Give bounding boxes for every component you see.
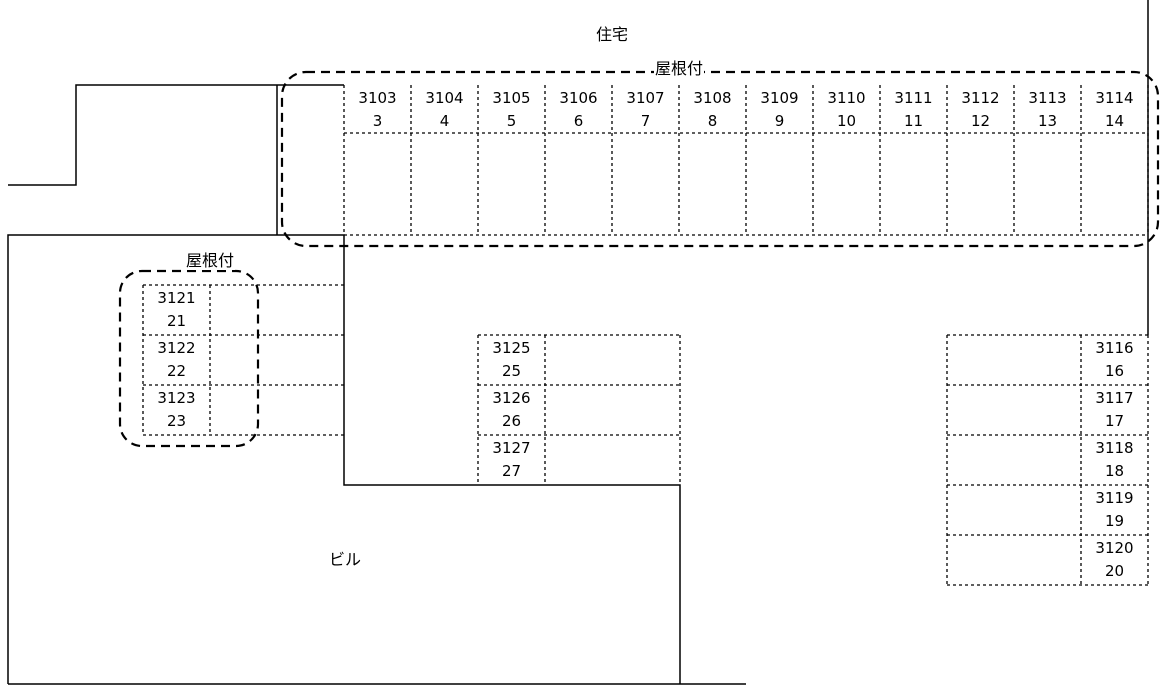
space-code: 3109 bbox=[760, 89, 799, 107]
house-label: 住宅 bbox=[594, 25, 630, 44]
space-number: 21 bbox=[166, 312, 187, 330]
space-number: 25 bbox=[501, 362, 522, 380]
space-code: 3113 bbox=[1028, 89, 1067, 107]
parking-space-3127: 3127 27 bbox=[478, 435, 545, 485]
parking-space-3114: 3114 14 bbox=[1081, 85, 1148, 135]
space-code: 3111 bbox=[894, 89, 933, 107]
roof-label-top: 屋根付 bbox=[653, 59, 705, 78]
space-number: 4 bbox=[439, 112, 450, 130]
parking-space-3109: 3109 9 bbox=[746, 85, 813, 135]
space-code: 3110 bbox=[827, 89, 866, 107]
space-code: 3118 bbox=[1095, 439, 1134, 457]
space-code: 3114 bbox=[1095, 89, 1134, 107]
space-code: 3112 bbox=[961, 89, 1000, 107]
parking-space-3105: 3105 5 bbox=[478, 85, 545, 135]
parking-space-3111: 3111 11 bbox=[880, 85, 947, 135]
space-code: 3119 bbox=[1095, 489, 1134, 507]
roof-area-left bbox=[118, 269, 260, 448]
parking-space-3104: 3104 4 bbox=[411, 85, 478, 135]
space-code: 3108 bbox=[693, 89, 732, 107]
space-number: 13 bbox=[1037, 112, 1058, 130]
space-code: 3123 bbox=[157, 389, 196, 407]
space-code: 3121 bbox=[157, 289, 196, 307]
space-code: 3122 bbox=[157, 339, 196, 357]
space-number: 8 bbox=[707, 112, 718, 130]
space-number: 16 bbox=[1104, 362, 1125, 380]
space-number: 27 bbox=[501, 462, 522, 480]
space-code: 3106 bbox=[559, 89, 598, 107]
parking-space-3106: 3106 6 bbox=[545, 85, 612, 135]
parking-space-3123: 3123 23 bbox=[143, 385, 210, 435]
building-label: ビル bbox=[327, 550, 363, 569]
space-code: 3103 bbox=[358, 89, 397, 107]
roof-label-left: 屋根付 bbox=[184, 251, 236, 270]
parking-space-3107: 3107 7 bbox=[612, 85, 679, 135]
parking-space-3122: 3122 22 bbox=[143, 335, 210, 385]
space-code: 3116 bbox=[1095, 339, 1134, 357]
parking-space-3112: 3112 12 bbox=[947, 85, 1014, 135]
space-number: 26 bbox=[501, 412, 522, 430]
space-code: 3105 bbox=[492, 89, 531, 107]
space-number: 22 bbox=[166, 362, 187, 380]
parking-space-3118: 3118 18 bbox=[1081, 435, 1148, 485]
space-number: 17 bbox=[1104, 412, 1125, 430]
space-number: 5 bbox=[506, 112, 517, 130]
parking-space-3125: 3125 25 bbox=[478, 335, 545, 385]
space-code: 3107 bbox=[626, 89, 665, 107]
space-number: 11 bbox=[903, 112, 924, 130]
space-code: 3127 bbox=[492, 439, 531, 457]
space-number: 7 bbox=[640, 112, 651, 130]
space-number: 14 bbox=[1104, 112, 1125, 130]
space-code: 3104 bbox=[425, 89, 464, 107]
space-number: 12 bbox=[970, 112, 991, 130]
parking-space-3121: 3121 21 bbox=[143, 285, 210, 335]
space-number: 6 bbox=[573, 112, 584, 130]
parking-space-3117: 3117 17 bbox=[1081, 385, 1148, 435]
parking-space-3120: 3120 20 bbox=[1081, 535, 1148, 585]
space-code: 3120 bbox=[1095, 539, 1134, 557]
space-number: 19 bbox=[1104, 512, 1125, 530]
space-code: 3126 bbox=[492, 389, 531, 407]
space-number: 3 bbox=[372, 112, 383, 130]
parking-space-3119: 3119 19 bbox=[1081, 485, 1148, 535]
parking-space-3110: 3110 10 bbox=[813, 85, 880, 135]
parking-space-3116: 3116 16 bbox=[1081, 335, 1148, 385]
space-number: 23 bbox=[166, 412, 187, 430]
parking-space-3108: 3108 8 bbox=[679, 85, 746, 135]
space-number: 18 bbox=[1104, 462, 1125, 480]
parking-space-3126: 3126 26 bbox=[478, 385, 545, 435]
space-code: 3117 bbox=[1095, 389, 1134, 407]
space-number: 9 bbox=[774, 112, 785, 130]
space-number: 20 bbox=[1104, 562, 1125, 580]
roof-area-top bbox=[280, 70, 1160, 248]
parking-space-3103: 3103 3 bbox=[344, 85, 411, 135]
parking-space-3113: 3113 13 bbox=[1014, 85, 1081, 135]
space-code: 3125 bbox=[492, 339, 531, 357]
space-number: 10 bbox=[836, 112, 857, 130]
